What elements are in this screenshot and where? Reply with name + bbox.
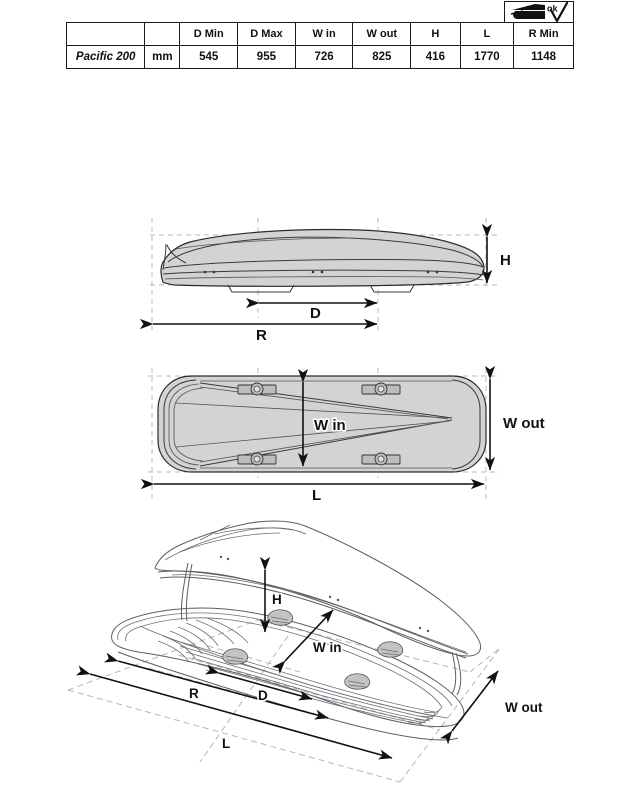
dimension-w-in-perspective: W in: [272, 609, 343, 675]
label-w-in: W in: [313, 640, 342, 655]
cell-d-min: 545: [179, 45, 239, 69]
dimension-r-side: R: [139, 318, 378, 346]
label-w-out: W out: [505, 700, 543, 715]
mounting-point: [344, 673, 371, 690]
dimension-d-side: D: [245, 297, 378, 324]
top-view: W in W out L: [140, 365, 546, 506]
label-r: R: [189, 686, 199, 701]
label-w-out: W out: [503, 415, 545, 432]
perspective-construction-lines: [67, 619, 501, 783]
cell-h: 416: [410, 45, 461, 69]
cell-r-min: 1148: [513, 45, 574, 69]
label-h: H: [272, 592, 282, 607]
table-header-row: D Min D Max W in W out H L R Min: [65, 22, 574, 46]
cell-l: 1770: [459, 45, 515, 69]
dimension-h-side: H: [481, 223, 512, 284]
label-h: H: [500, 252, 511, 269]
label-l: L: [312, 487, 321, 504]
mounting-point: [237, 452, 277, 466]
perspective-view: H W in R D L W out: [67, 520, 545, 783]
label-d: D: [258, 688, 268, 703]
label-r: R: [256, 327, 267, 344]
header-w-out: W out: [352, 22, 412, 46]
dimension-w-in-top: W in: [297, 368, 347, 467]
cell-w-out: 825: [352, 45, 412, 69]
mounting-point: [361, 382, 401, 396]
header-h: H: [410, 22, 461, 46]
mounting-point: [267, 609, 294, 626]
label-l: L: [222, 736, 230, 751]
specification-table: D Min D Max W in W out H L R Min Pacific…: [65, 22, 574, 69]
table-row: Pacific 200 mm 545 955 726 825 416 1770 …: [65, 45, 574, 69]
side-view: H D R: [139, 218, 512, 346]
roofbox-top-silhouette: [157, 375, 487, 473]
cell-model: Pacific 200: [65, 45, 146, 69]
mounting-point: [237, 382, 277, 396]
header-r-min: R Min: [513, 22, 574, 46]
mounting-point: [377, 641, 404, 658]
cell-unit: mm: [144, 45, 181, 69]
mounting-point: [361, 452, 401, 466]
cell-w-in: 726: [294, 45, 354, 69]
dimension-w-out-perspective: W out: [439, 670, 545, 745]
roofbox-side-silhouette: [160, 228, 485, 293]
mounting-point: [222, 648, 249, 665]
label-d: D: [310, 305, 321, 322]
spec-table-container: D Min D Max W in W out H L R Min Pacific…: [65, 22, 574, 69]
dimension-l-perspective: L: [75, 665, 393, 760]
label-w-in: W in: [314, 417, 346, 434]
dimension-w-out-top: W out: [484, 365, 546, 471]
ok-label: ok: [547, 4, 558, 14]
header-d-max: D Max: [237, 22, 296, 46]
dimension-l-top: L: [140, 478, 485, 506]
dimension-h-perspective: H: [259, 556, 283, 633]
car-roofbox-ok-icon: ok: [504, 1, 574, 23]
